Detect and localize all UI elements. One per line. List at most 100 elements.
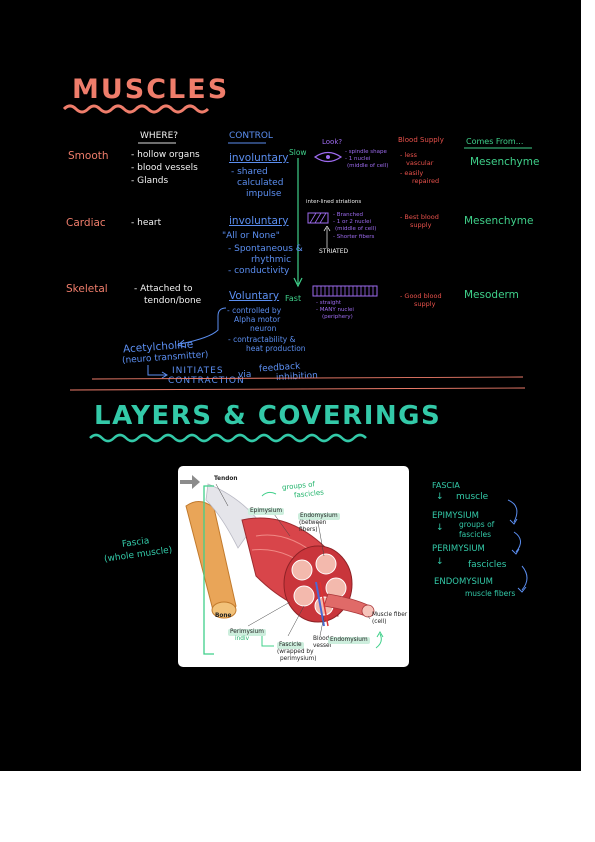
cardiac-control-2: "All or None" bbox=[222, 231, 280, 241]
cardiac-look-5: - Shorter fibers bbox=[333, 234, 375, 240]
label-epimysium: Epimysium bbox=[248, 508, 284, 515]
speed-slow: Slow bbox=[289, 148, 307, 157]
comes-from-underline bbox=[464, 147, 532, 149]
layers-underline-wave bbox=[89, 433, 367, 443]
skeletal-control-2: - controlled by bbox=[227, 306, 282, 315]
row-name-skeletal: Skeletal bbox=[66, 283, 108, 295]
where-underline bbox=[138, 142, 176, 144]
smooth-blood-4: repaired bbox=[412, 177, 440, 185]
skeletal-fiber-icon bbox=[312, 285, 378, 297]
notes-page: MUSCLES WHERE? CONTROL Look? Blood Suppl… bbox=[0, 0, 581, 771]
label-fibers: fibers) bbox=[299, 527, 318, 533]
label-wrapped-by: (wrapped by bbox=[277, 649, 314, 655]
spindle-cell-icon bbox=[313, 151, 343, 163]
cardiac-look-3: - 1 or 2 nuclei bbox=[333, 219, 372, 225]
skeletal-look-2: - MANY nuclei bbox=[316, 307, 354, 313]
label-vessel: vessel bbox=[313, 643, 332, 649]
smooth-look-1: - spindle shape bbox=[345, 149, 387, 155]
smooth-control-1: involuntary bbox=[229, 152, 289, 164]
smooth-look-2: - 1 nuclei bbox=[345, 156, 371, 162]
smooth-look-3: (middle of cell) bbox=[347, 163, 389, 169]
hierarchy-note-groups: groups of fascicles bbox=[459, 520, 495, 539]
striated-arrow bbox=[323, 226, 331, 248]
label-cell: (cell) bbox=[372, 619, 387, 625]
skeletal-blood-1: - Good blood bbox=[400, 292, 442, 300]
speed-fast: Fast bbox=[285, 294, 302, 303]
label-perimysium-paren: perimysium) bbox=[280, 656, 317, 662]
section-divider bbox=[70, 376, 526, 391]
header-where: WHERE? bbox=[140, 131, 179, 141]
skeletal-control-5: - contractability & bbox=[228, 335, 296, 344]
hierarchy-note-muscle-fibers: muscle fibers bbox=[465, 589, 516, 598]
label-perimysium: Perimysium bbox=[228, 629, 266, 636]
cardiac-control-3: - Spontaneous & bbox=[228, 244, 303, 254]
header-look: Look? bbox=[322, 138, 343, 146]
hierarchy-layer-epimysium: EPIMYSIUM bbox=[432, 511, 479, 521]
hierarchy-arrow-3: ↓ bbox=[436, 557, 444, 567]
row-name-smooth: Smooth bbox=[68, 150, 109, 162]
acetylcholine-connector bbox=[176, 307, 227, 348]
cardiac-look-2: - Branched bbox=[333, 212, 364, 218]
smooth-where-2: - blood vessels bbox=[131, 163, 198, 173]
smooth-control-4: impulse bbox=[246, 189, 282, 199]
cardiac-blood-1: - Best blood bbox=[400, 213, 439, 221]
muscle-illustration bbox=[180, 475, 384, 655]
skeletal-look-1: - straight bbox=[316, 300, 342, 306]
label-blood: Blood bbox=[313, 636, 330, 642]
cardiac-cell-icon bbox=[307, 212, 329, 224]
label-fascicle: Fascicle bbox=[277, 642, 304, 649]
smooth-control-3: calculated bbox=[237, 178, 284, 188]
smooth-control-2: - shared bbox=[231, 167, 268, 177]
cardiac-look-striated: STRIATED bbox=[319, 248, 349, 255]
hierarchy-note-fascicles: fascicles bbox=[468, 560, 507, 570]
skeletal-origin: Mesoderm bbox=[464, 289, 519, 301]
label-between: (between bbox=[299, 520, 327, 526]
cardiac-control-5: - conductivity bbox=[228, 266, 290, 276]
hierarchy-note-muscle: muscle bbox=[456, 492, 489, 502]
label-indiv: indiv bbox=[235, 636, 250, 642]
note-initiates: INITIATES bbox=[172, 366, 224, 376]
layers-title: LAYERS & COVERINGS bbox=[94, 401, 442, 431]
smooth-where-1: - hollow organs bbox=[131, 150, 200, 160]
hierarchy-layer-fascia: FASCIA bbox=[432, 481, 460, 490]
skeletal-where-1: - Attached to bbox=[134, 284, 193, 294]
skeletal-control-3: Alpha motor bbox=[234, 315, 281, 324]
cardiac-control-1: involuntary bbox=[229, 215, 289, 227]
smooth-where-3: - Glands bbox=[131, 176, 169, 186]
label-endomysium-bottom: Endomysium bbox=[328, 637, 370, 644]
muscles-title: MUSCLES bbox=[72, 74, 230, 105]
skeletal-blood-2: supply bbox=[414, 300, 436, 308]
control-underline bbox=[228, 142, 266, 144]
slow-to-fast-arrow bbox=[293, 158, 303, 288]
header-blood-supply: Blood Supply bbox=[398, 136, 444, 144]
skeletal-control-4: neuron bbox=[250, 324, 277, 333]
hierarchy-layer-endomysium: ENDOMYSIUM bbox=[434, 577, 493, 587]
hierarchy-arrow-2: ↓ bbox=[436, 523, 444, 533]
header-comes-from: Comes From... bbox=[466, 137, 524, 146]
skeletal-where-2: tendon/bone bbox=[144, 296, 202, 306]
cardiac-look-4: (middle of cell) bbox=[335, 226, 377, 232]
skeletal-control-6: heat production bbox=[246, 344, 306, 353]
title-underline-wave bbox=[62, 104, 210, 114]
cardiac-look-1: inter-lined striations bbox=[306, 199, 362, 205]
label-bone: Bone bbox=[215, 613, 232, 619]
row-name-cardiac: Cardiac bbox=[66, 217, 106, 229]
label-muscle-fiber: Muscle fiber bbox=[372, 612, 408, 618]
cardiac-where-1: - heart bbox=[131, 218, 162, 228]
skeletal-look-3: (periphery) bbox=[322, 314, 353, 320]
header-control: CONTROL bbox=[229, 131, 273, 141]
hierarchy-arrow-1: ↓ bbox=[436, 492, 444, 502]
smooth-blood-1: - less bbox=[400, 151, 417, 159]
cardiac-blood-2: supply bbox=[410, 221, 432, 229]
note-via: via bbox=[238, 370, 252, 380]
cardiac-control-4: rhythmic bbox=[251, 255, 292, 265]
initiates-arrow bbox=[147, 365, 168, 379]
label-endomysium-top: Endomysium bbox=[298, 513, 340, 520]
cardiac-origin: Mesenchyme bbox=[464, 215, 534, 227]
muscle-anatomy-figure: Tendon groups of fascicles Epimysium End… bbox=[178, 466, 409, 667]
hierarchy-curved-arrows bbox=[507, 499, 528, 593]
smooth-blood-2: vascular bbox=[406, 159, 434, 167]
skeletal-control-1: Voluntary bbox=[229, 290, 280, 302]
smooth-blood-3: - easily bbox=[400, 169, 424, 177]
smooth-origin: Mesenchyme bbox=[470, 156, 540, 168]
